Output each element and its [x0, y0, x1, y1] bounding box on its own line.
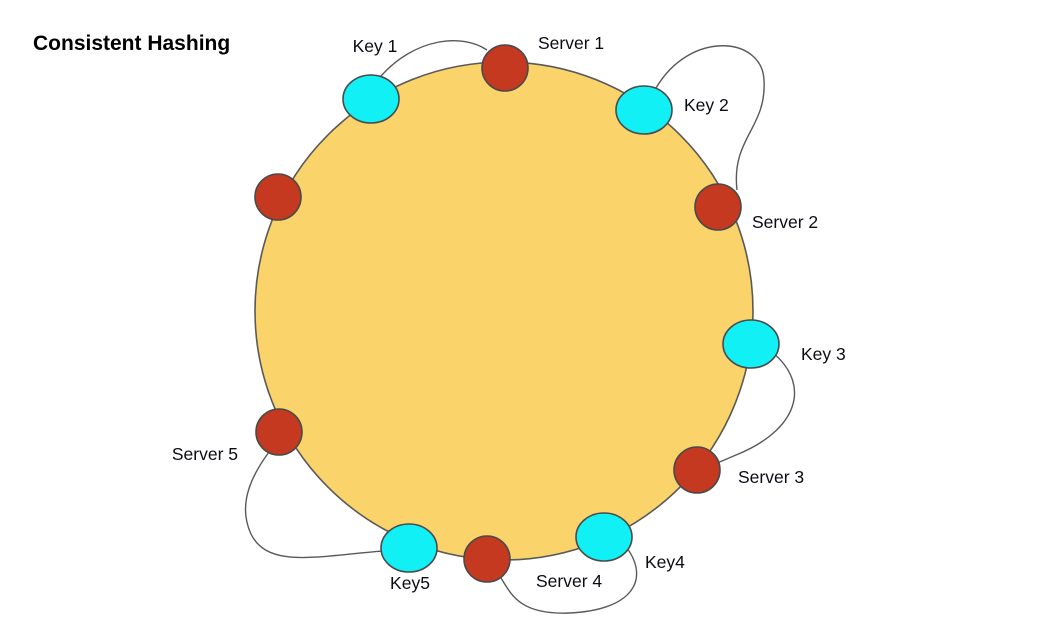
key-node-layer: [342, 74, 780, 573]
server-node-layer: [254, 44, 742, 583]
mapping-arc-key-2-to-server-2: [655, 45, 765, 191]
server-label-server-3: Server 3: [738, 467, 804, 487]
server-label-server-2: Server 2: [752, 212, 818, 232]
key-label-key-4: Key4: [645, 552, 685, 572]
key-label-key-5: Key5: [390, 573, 430, 593]
mapping-arc-key-1-to-server-1: [380, 40, 488, 77]
server-label-server-4: Server 4: [536, 571, 602, 591]
mapping-arc-key-4-to-server-4: [500, 547, 638, 614]
key-node-key-1[interactable]: [342, 74, 400, 124]
server-node-server-5[interactable]: [255, 408, 303, 456]
key-node-key-4[interactable]: [575, 512, 633, 562]
key-node-key-5[interactable]: [380, 523, 438, 573]
server-node-server-3[interactable]: [673, 446, 721, 494]
server-node-server-6[interactable]: [254, 173, 302, 221]
key-label-key-2: Key 2: [684, 95, 729, 115]
key-node-key-2[interactable]: [615, 85, 673, 135]
server-node-server-2[interactable]: [694, 183, 742, 231]
server-label-server-1: Server 1: [538, 33, 604, 53]
key-node-key-3[interactable]: [722, 319, 780, 369]
server-node-server-1[interactable]: [481, 44, 529, 92]
server-node-server-4[interactable]: [463, 535, 511, 583]
server-label-server-5: Server 5: [172, 444, 238, 464]
key-label-key-1: Key 1: [353, 36, 398, 56]
mapping-arc-layer: [244, 40, 796, 614]
mapping-arc-key-5-to-server-5: [244, 451, 384, 559]
page-title: Consistent Hashing: [33, 32, 230, 55]
key-label-key-3: Key 3: [801, 344, 846, 364]
node-label-layer: Server 1 Server 2 Server 3 Server 4 Server 5…: [172, 33, 846, 593]
hash-ring-circle: [254, 61, 754, 561]
